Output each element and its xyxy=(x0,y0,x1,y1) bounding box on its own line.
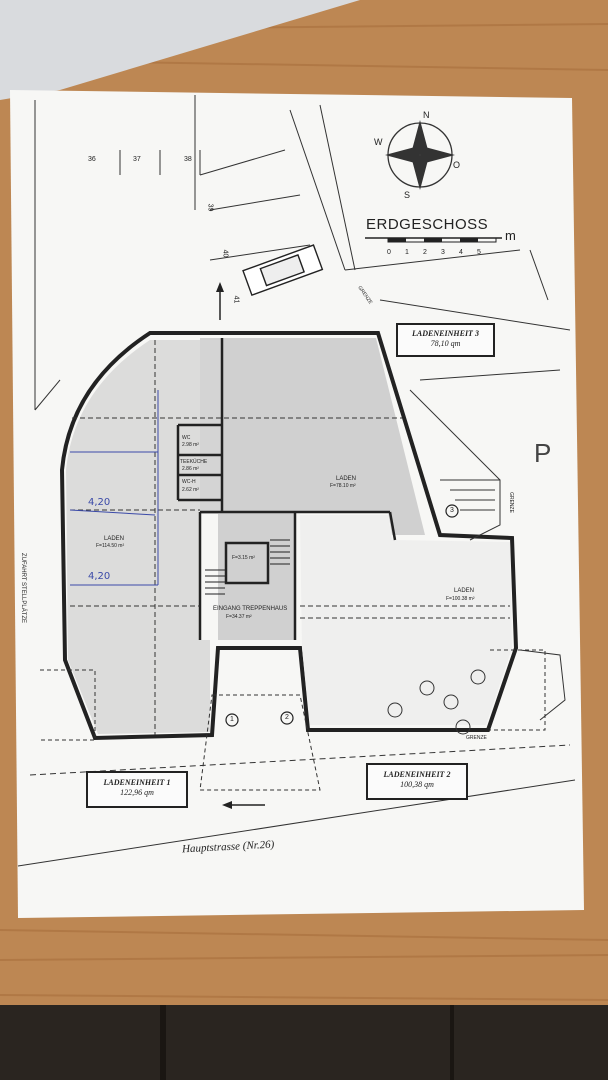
plan-title: ERDGESCHOSS xyxy=(366,216,489,233)
room-treppenhaus-label: EINGANG TREPPENHAUS xyxy=(213,606,288,612)
unit-3-area: 78,10 qm xyxy=(430,339,461,348)
unit-box-2: LADENEINHEIT 2 100,38 qm xyxy=(366,763,468,800)
room-treppenhaus-area: F=34.37 m² xyxy=(226,614,252,620)
handwritten-dimension-top: 4,20 xyxy=(88,497,111,508)
room-laden1-label: LADEN xyxy=(104,536,125,542)
scale-tick-3: 3 xyxy=(441,249,445,256)
entrance-marker-2: 2 xyxy=(285,714,289,721)
room-wc2-label: WC-H xyxy=(182,479,196,485)
room-aufzug-area: F=3.15 m² xyxy=(232,555,255,561)
room-wc1-area: 2.98 m² xyxy=(182,442,199,448)
unit-3-name: LADENEINHEIT 3 xyxy=(412,329,479,338)
parking-number-41: 41 xyxy=(232,295,240,304)
room-laden1-area: F=114.50 m² xyxy=(96,543,125,549)
scale-tick-4: 4 xyxy=(459,249,463,256)
room-laden2-label: LADEN xyxy=(454,588,475,594)
boundary-label-bottom: GRENZE xyxy=(466,735,487,741)
unit-1-name: LADENEINHEIT 1 xyxy=(103,778,171,787)
compass-o: O xyxy=(453,160,461,170)
parking-number-38: 38 xyxy=(184,156,192,163)
entrance-marker-3: 3 xyxy=(450,507,454,514)
room-laden2-area: F=100.38 m² xyxy=(446,596,475,602)
unit-2-area: 100,38 qm xyxy=(400,780,434,789)
scale-tick-2: 2 xyxy=(423,249,427,256)
unit-2-name: LADENEINHEIT 2 xyxy=(383,770,451,779)
side-label: ZUFAHRT STELLPLÄTZE xyxy=(20,552,27,624)
boundary-label-right: GRENZE xyxy=(507,492,514,513)
parking-number-37: 37 xyxy=(133,156,141,163)
unit-box-1: LADENEINHEIT 1 122,96 qm xyxy=(86,771,188,808)
parking-number-36: 36 xyxy=(88,156,96,163)
scale-tick-1: 1 xyxy=(405,249,409,256)
room-wc1-label: WC xyxy=(182,435,191,441)
handwritten-dimension-bottom: 4,20 xyxy=(88,571,111,582)
compass-n: N xyxy=(423,110,430,120)
room-teekueche-label: TEEKÜCHE xyxy=(180,459,208,465)
room-wc2-area: 2.62 m² xyxy=(182,487,199,493)
parking-number-40: 40 xyxy=(221,249,229,258)
scale-tick-0: 0 xyxy=(387,249,391,256)
unit-box-3: LADENEINHEIT 3 78,10 qm xyxy=(396,323,495,357)
unit-1-area: 122,96 qm xyxy=(120,788,154,797)
parking-number-39: 39 xyxy=(206,203,214,212)
room-teekueche-area: 2.86 m² xyxy=(182,466,199,472)
scale-unit: m xyxy=(505,228,516,243)
room-laden3-label: LADEN xyxy=(336,476,357,482)
compass-s: S xyxy=(404,190,411,200)
scale-tick-5: 5 xyxy=(477,249,481,256)
room-laden3-area: F=78.10 m² xyxy=(330,483,356,489)
parking-letter: P xyxy=(534,438,552,468)
compass-w: W xyxy=(374,137,383,147)
entrance-marker-1: 1 xyxy=(230,716,234,723)
